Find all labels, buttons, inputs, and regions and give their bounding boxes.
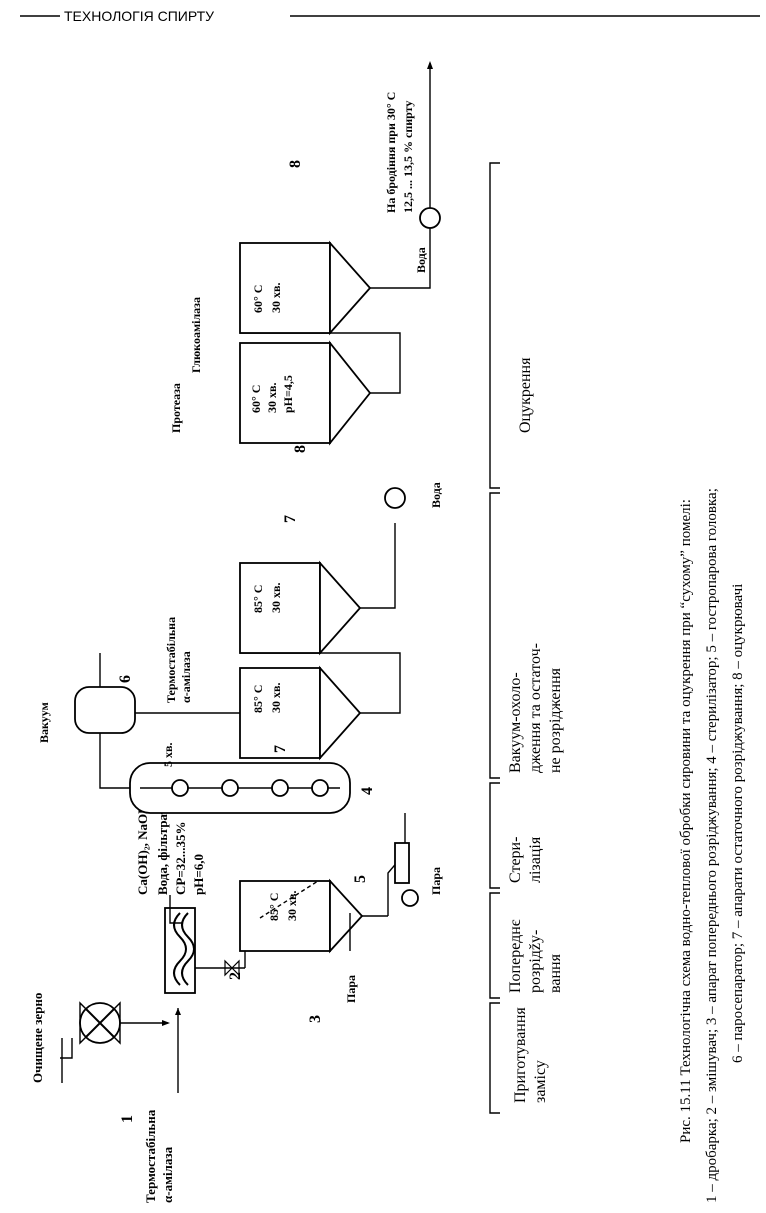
- output-line1: На бродіння при 30° С: [384, 92, 398, 213]
- stage-2-line2: розрідžу-: [527, 930, 544, 993]
- tank8b-temp: 60° С: [251, 285, 265, 313]
- tank7b-temp: 85° С: [251, 585, 265, 613]
- enzyme2-line2: α-амілаза: [179, 651, 193, 703]
- label-number-7b: 7: [282, 515, 299, 523]
- glucoamylase-label: Глюкоамілаза: [189, 297, 203, 373]
- water-label-1: Вода: [429, 482, 443, 508]
- saccharifier-8a: [239, 340, 372, 446]
- input-enzyme1-line1: Термостабільна: [143, 1109, 158, 1203]
- caption-line3: 6 – паросепаратор; 7 – апарати остаточно…: [730, 584, 746, 1063]
- mixer-2: [164, 907, 196, 994]
- output-line2: 12,5 ... 13,5 % спирту: [401, 101, 415, 213]
- input-grain-label: Очищене зерно: [30, 993, 45, 1083]
- page-header-title: ТЕХНОЛОГІЯ СПИРТУ: [64, 8, 214, 24]
- stage-4-line1: Вакуум-охоло-: [507, 672, 524, 773]
- caption-line2: 1 – дробарка; 2 – змішувач; 3 – апарат п…: [704, 488, 720, 1203]
- input-ph6-label: pH=6,0: [191, 854, 206, 895]
- tank8a-time: 30 хв.: [265, 383, 279, 413]
- stage-2-line1: Попереднє: [507, 919, 524, 993]
- label-number-8b: 8: [287, 160, 304, 168]
- label-number-7a: 7: [272, 745, 289, 753]
- label-number-2: 2: [227, 972, 244, 980]
- tank8a-temp: 60° С: [249, 385, 263, 413]
- stage-4-line2: дження та остаточ-: [527, 643, 544, 773]
- tank7b-time: 30 хв.: [269, 583, 283, 613]
- time-5-label: 5 хв.: [161, 743, 175, 767]
- label-number-6: 6: [117, 675, 134, 683]
- stage-1-line1: Приготування: [512, 1007, 529, 1103]
- tank-7b: [239, 560, 362, 656]
- stage-5-line1: Оцукрення: [517, 357, 534, 433]
- stage-1-line2: замісу: [532, 1060, 549, 1103]
- enzyme2-line1: Термостабільна: [164, 617, 178, 703]
- stage-2-line3: вання: [547, 953, 564, 993]
- stage-4-line3: не розрідження: [547, 667, 564, 773]
- caption-line1: Рис. 15.11 Технологічна схема водно-тепл…: [678, 499, 694, 1143]
- cooler-2: [419, 207, 441, 229]
- tank-7a: [239, 665, 362, 761]
- protease-label: Протеаза: [169, 383, 183, 433]
- label-number-4: 4: [359, 787, 376, 795]
- steam-label-2: Пара: [429, 867, 443, 895]
- tank7a-temp: 85° С: [251, 685, 265, 713]
- vacuum-label: Вакуум: [37, 702, 51, 743]
- label-number-1: 1: [119, 1115, 136, 1123]
- water-label-2: Вода: [414, 247, 428, 273]
- crusher-1: [79, 1001, 121, 1045]
- input-cp-label: СР=32...35%: [173, 822, 188, 896]
- steam-separator-6: [74, 686, 136, 734]
- input-enzyme1-line2: α-амілаза: [160, 1146, 175, 1203]
- tank3-time: 30 хв.: [285, 891, 299, 921]
- cooler-1: [384, 487, 406, 509]
- stage-3-line2: лізація: [527, 836, 544, 883]
- steam-label-1: Пара: [344, 975, 358, 1003]
- tank3-temp: 85° С: [267, 893, 281, 921]
- saccharifier-8b: [239, 240, 372, 336]
- label-number-8a: 8: [292, 445, 309, 453]
- tank8a-ph: pH=4,5: [281, 375, 295, 413]
- tank8b-time: 30 хв.: [269, 283, 283, 313]
- tank7a-time: 30 хв.: [269, 683, 283, 713]
- label-number-3: 3: [307, 1015, 324, 1023]
- tank-3: [239, 878, 364, 954]
- sterilizer-4: [129, 762, 351, 814]
- input-water-line2: Ca(OH)₂, NaOH: [135, 804, 150, 895]
- label-number-5: 5: [352, 875, 369, 883]
- steam-head-5: [394, 842, 419, 907]
- stage-3-line1: Стери-: [507, 837, 524, 883]
